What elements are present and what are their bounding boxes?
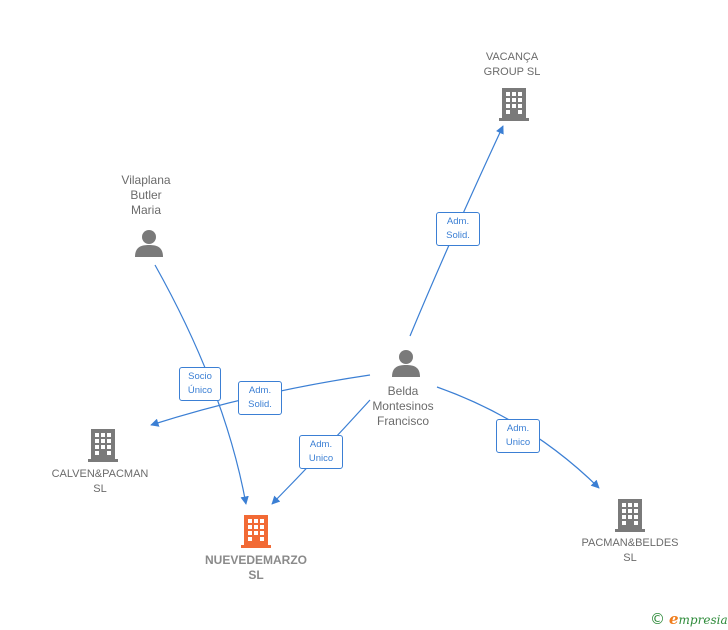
edge-label-adm-solid-calven[interactable]: Adm. Solid. [238, 381, 282, 415]
node-label-belda: Belda Montesinos Francisco [372, 384, 434, 428]
person-icon[interactable] [134, 228, 164, 258]
edge-label-socio-unico[interactable]: Socio Único [179, 367, 221, 401]
node-label-calven: CALVEN&PACMAN SL [51, 468, 149, 495]
edge-label-adm-unico-nuevedemarzo[interactable]: Adm. Unico [299, 435, 343, 469]
building-icon[interactable] [87, 427, 119, 463]
building-icon[interactable] [498, 86, 530, 122]
edge-label-adm-unico-pacman-beldes[interactable]: Adm. Unico [496, 419, 540, 453]
copyright-symbol: © [650, 610, 665, 628]
brand-name: empresia [669, 610, 728, 628]
empresia-logo: © empresia [650, 609, 728, 629]
brand-rest: mpresia [678, 613, 728, 627]
person-icon[interactable] [391, 348, 421, 378]
node-label-nuevedemarzo: NUEVEDEMARZO SL [204, 553, 307, 582]
edge-label-adm-solid-vacanca[interactable]: Adm. Solid. [436, 212, 480, 246]
building-icon[interactable] [240, 513, 272, 549]
node-label-vilaplana: Vilaplana Butler Maria [121, 173, 171, 217]
node-label-vacanca: VACANÇA GROUP SL [483, 51, 541, 78]
brand-initial: e [669, 610, 679, 628]
building-icon[interactable] [614, 497, 646, 533]
node-label-pacman-beldes: PACMAN&BELDES SL [581, 537, 679, 564]
